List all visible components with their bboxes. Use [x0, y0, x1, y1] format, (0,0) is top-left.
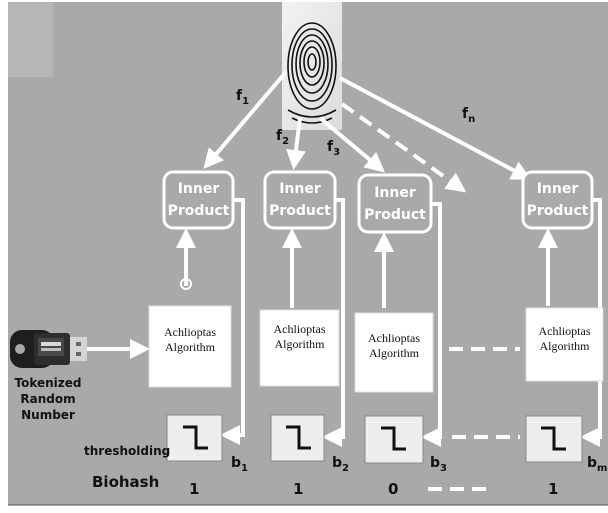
token-line1: Tokenized — [14, 376, 82, 390]
inner-label-line1: Inner — [374, 185, 416, 201]
token-line2: Random — [20, 392, 76, 406]
product-label-line2: Product — [269, 203, 331, 219]
bit-label-b2: b2 — [332, 455, 349, 474]
algorithm-line1: Achlioptas — [538, 324, 591, 338]
biohash-bit-m: 1 — [548, 480, 559, 498]
connector-dot — [180, 278, 192, 290]
inner-product-label-3: Inner Product — [359, 182, 431, 226]
biohash-bit-2: 1 — [293, 480, 304, 498]
tokenized-random-number-label: Tokenized Random Number — [10, 375, 86, 423]
product-label-line2: Product — [167, 203, 230, 219]
algorithm-box-1 — [148, 305, 232, 388]
threshold-box-1 — [166, 414, 223, 462]
threshold-boxes — [166, 414, 583, 464]
threshold-box-m — [525, 415, 583, 463]
bit-subscript: 3 — [440, 462, 447, 474]
biohash-bit-3: 0 — [388, 480, 399, 498]
background-highlight — [8, 2, 53, 77]
feature-label-f3: f3 — [327, 139, 340, 158]
feature-label-f2: f2 — [276, 128, 289, 147]
threshold-box-3 — [364, 415, 424, 464]
feature-letter: f — [462, 106, 469, 122]
inner-product-label-1: Inner Product — [164, 178, 233, 222]
thresholding-label: thresholding — [84, 444, 171, 458]
biohash-label: Biohash — [92, 473, 160, 491]
usb-token-icon — [10, 330, 87, 368]
algorithm-label-2: Achlioptas Algorithm — [260, 322, 339, 352]
bit-letter: b — [231, 455, 242, 471]
inner-product-label-n: Inner Product — [523, 178, 592, 222]
bit-letter: b — [332, 455, 343, 471]
bit-label-b1: b1 — [231, 455, 248, 474]
biohash-bit-1: 1 — [189, 480, 200, 498]
feature-subscript: 1 — [242, 95, 250, 107]
bit-letter: b — [587, 455, 598, 471]
product-label-line2: Product — [526, 203, 589, 219]
threshold-box-2 — [270, 414, 325, 462]
arrow-fn — [339, 76, 532, 180]
bit-letter: b — [430, 455, 441, 471]
fingerprint-icon — [282, 2, 342, 130]
algorithm-label-1: Achlioptas Algorithm — [149, 325, 231, 355]
inner-label-line1: Inner — [536, 181, 579, 197]
inner-product-label-2: Inner Product — [265, 178, 335, 222]
bit-subscript: m — [597, 462, 608, 474]
algorithm-boxes — [148, 305, 604, 393]
product-label-line2: Product — [364, 207, 426, 223]
inner-product-boxes — [162, 170, 594, 234]
feature-subscript: n — [468, 113, 476, 125]
algorithm-line1: Achlioptas — [164, 325, 216, 339]
algorithm-label-n: Achlioptas Algorithm — [526, 324, 603, 354]
algorithm-line2: Algorithm — [539, 339, 590, 353]
algorithm-box-3 — [354, 312, 434, 393]
feature-letter: f — [327, 139, 334, 155]
bit-label-bm: bm — [587, 455, 607, 474]
arrow-f2 — [286, 117, 306, 170]
algorithm-line2: Algorithm — [274, 337, 325, 351]
inner-label-line1: Inner — [279, 181, 321, 197]
feature-label-f1: f1 — [236, 88, 249, 107]
token-line3: Number — [21, 408, 75, 422]
arrow-dashed — [340, 102, 467, 193]
algorithm-line1: Achlioptas — [273, 322, 326, 336]
bit-subscript: 2 — [342, 462, 349, 474]
arrow-f1 — [203, 70, 288, 170]
feature-subscript: 3 — [333, 146, 341, 158]
feature-arrows — [203, 70, 532, 193]
algorithm-line1: Achlioptas — [368, 331, 420, 345]
feature-letter: f — [276, 128, 283, 144]
arrow-f3 — [318, 116, 386, 173]
feature-subscript: 2 — [282, 135, 290, 147]
algorithm-line2: Algorithm — [165, 340, 215, 354]
algorithm-label-3: Achlioptas Algorithm — [355, 331, 433, 361]
dashed-connectors — [428, 347, 520, 491]
inner-label-line1: Inner — [177, 181, 220, 197]
algorithm-line2: Algorithm — [369, 346, 419, 360]
feature-label-fn: fn — [462, 106, 475, 125]
algorithm-arrows — [176, 228, 558, 308]
feature-letter: f — [236, 88, 243, 104]
algorithm-box-n — [525, 307, 604, 382]
algorithm-box-2 — [259, 309, 340, 387]
bit-label-b3: b3 — [430, 455, 447, 474]
bit-subscript: 1 — [241, 462, 248, 474]
